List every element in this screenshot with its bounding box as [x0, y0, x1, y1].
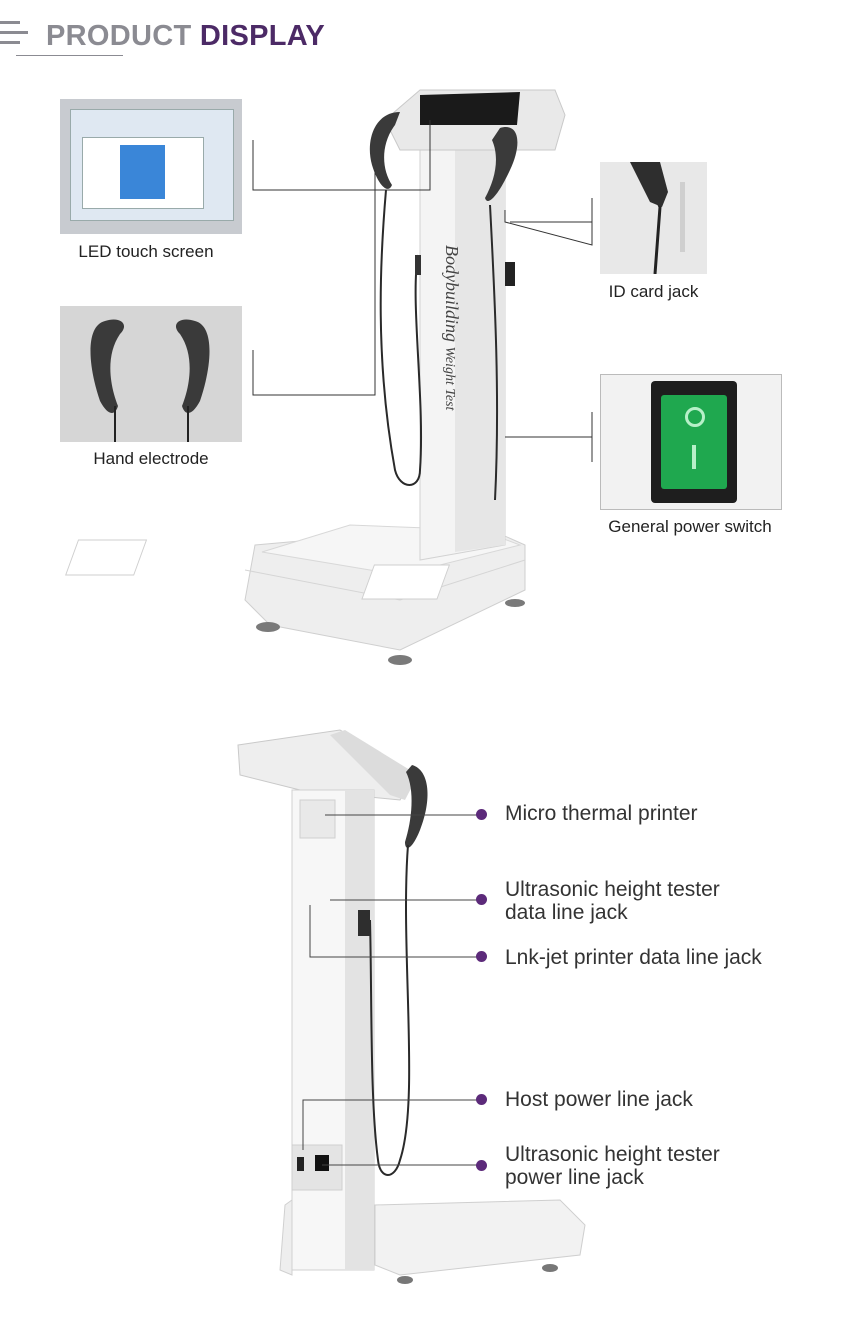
led-screen-photo — [60, 99, 242, 234]
page-title: PRODUCT DISPLAY — [46, 20, 325, 53]
callout-dot — [476, 951, 487, 962]
title-underline — [16, 55, 123, 56]
id-card-jack-photo — [600, 162, 707, 274]
top-machine-illustration — [65, 89, 593, 665]
ultrasonic-power-jack-label: Ultrasonic height tester power line jack — [505, 1143, 720, 1189]
led-screen-caption: LED touch screen — [78, 242, 214, 261]
hand-electrode-caption: Hand electrode — [93, 449, 209, 468]
callout-dot — [476, 809, 487, 820]
title-part-product: PRODUCT — [46, 20, 192, 52]
ultrasonic-data-jack-label: Ultrasonic height tester data line jack — [505, 878, 720, 924]
inkjet-printer-jack-label: Lnk-jet printer data line jack — [505, 946, 762, 969]
id-card-jack-caption: ID card jack — [608, 282, 699, 301]
callout-dot — [476, 894, 487, 905]
power-switch-caption: General power switch — [608, 517, 772, 536]
host-power-jack-label: Host power line jack — [505, 1088, 693, 1111]
hand-electrode-photo — [60, 306, 242, 442]
callout-dot — [476, 1094, 487, 1105]
title-part-display: DISPLAY — [199, 20, 325, 52]
micro-thermal-printer-label: Micro thermal printer — [505, 802, 698, 825]
callout-dot — [476, 1160, 487, 1171]
power-switch-photo — [600, 374, 782, 510]
